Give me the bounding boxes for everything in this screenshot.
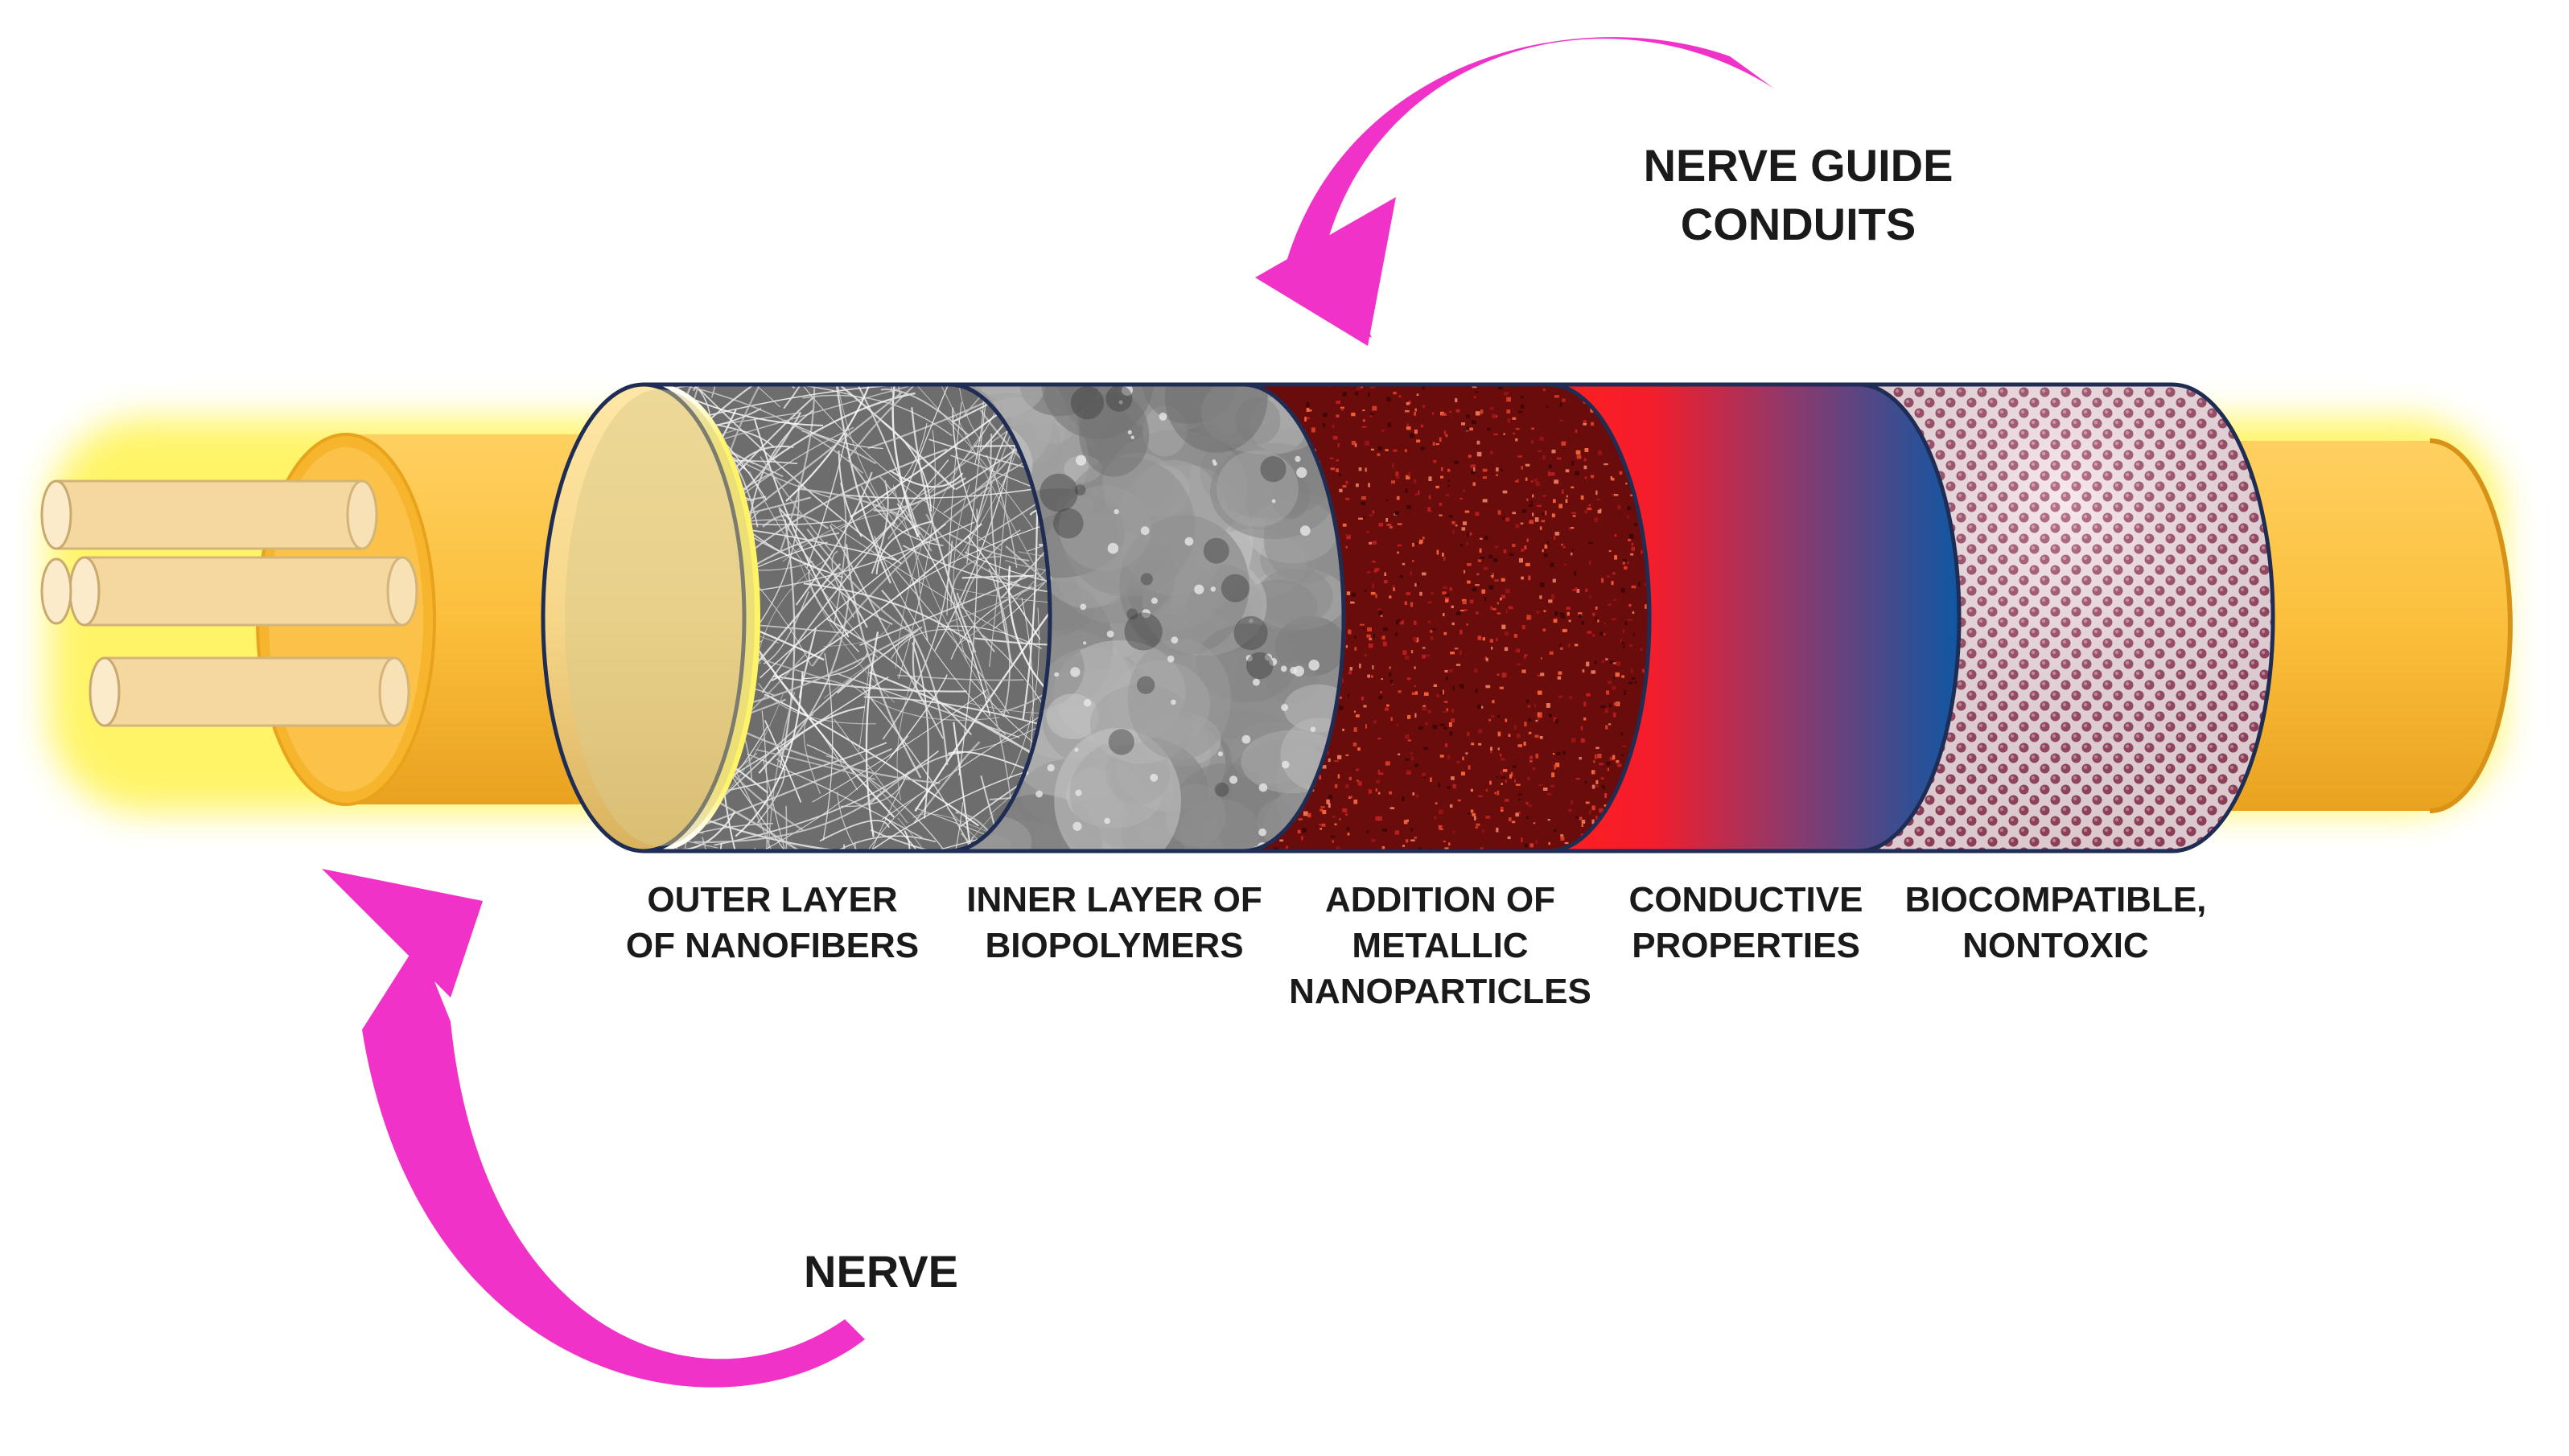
nerve-fascicles [40,479,418,727]
fascicle-tube [68,556,418,627]
label-line: NONTOXIC [1962,926,2149,966]
label-line: CONDUITS [1680,198,1916,249]
label-nerve: NERVE [760,1243,1002,1302]
label-line: BIOCOMPATIBLE, [1904,880,2207,919]
fascicle-tube [89,656,410,727]
label-line: NERVE [804,1246,958,1297]
label-segment-conductive: CONDUCTIVE PROPERTIES [1601,877,1891,969]
fascicle-tube [40,557,72,625]
label-nerve-guide-conduits: NERVE GUIDE CONDUITS [1597,137,1999,254]
nanofiber-ridge [541,382,755,853]
label-segment-biopolymers: INNER LAYER OF BIOPOLYMERS [961,877,1267,969]
label-line: BIOPOLYMERS [985,926,1244,966]
segment-outlines [644,382,2275,853]
label-line: INNER LAYER OF [966,880,1262,919]
label-line: CONDUCTIVE [1628,880,1863,919]
label-line: OUTER LAYER [647,880,898,919]
label-line: ADDITION OF [1325,880,1555,919]
label-line: METALLIC [1352,926,1529,966]
label-line: NANOPARTICLES [1289,972,1591,1012]
label-segment-biocompatible: BIOCOMPATIBLE, NONTOXIC [1887,877,2225,969]
segment-biocompatible [1859,385,2273,851]
label-segment-nanofibers: OUTER LAYER OF NANOFIBERS [620,877,925,969]
label-line: PROPERTIES [1632,926,1860,966]
label-line: NERVE GUIDE [1643,140,1954,191]
arrow-to-conduits [1255,37,1774,346]
fascicle-tube [40,479,378,550]
segment-metallic-nanoparticles [1243,385,1649,851]
label-line: OF NANOFIBERS [625,926,920,966]
label-segment-metallic: ADDITION OF METALLIC NANOPARTICLES [1271,877,1609,1015]
arrow-to-nerve [322,869,865,1388]
